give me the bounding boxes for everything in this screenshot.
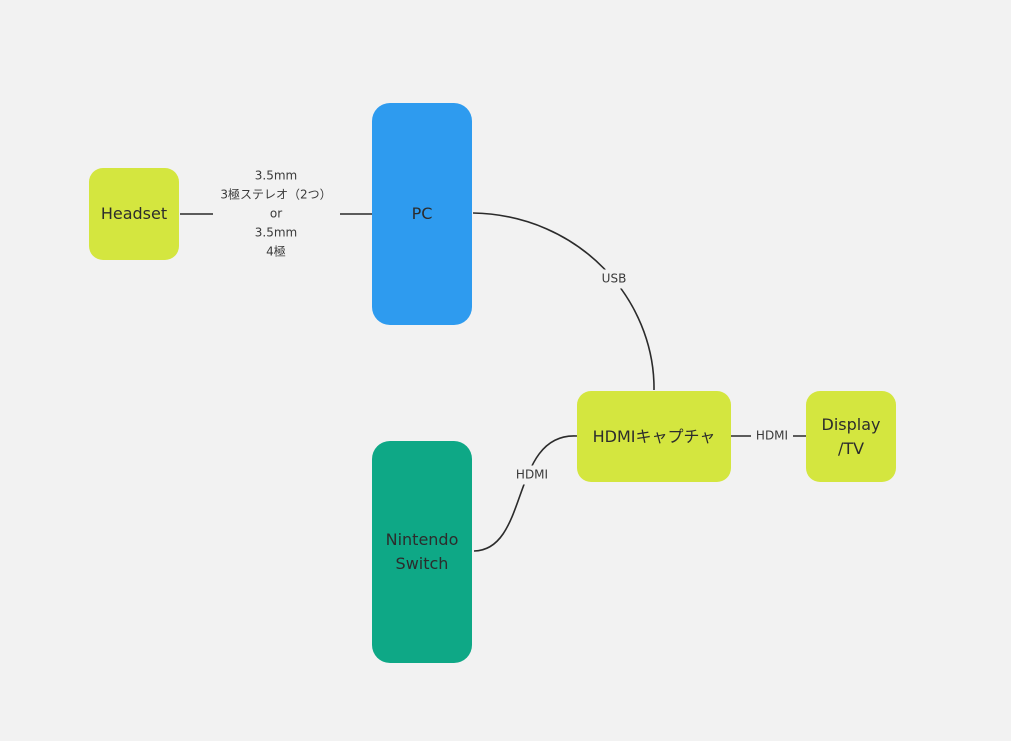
edge-label-headset-pc: 3.5mm 3極ステレオ（2つ） or 3.5mm 4極 [218,166,334,262]
pc-label: PC [411,204,433,223]
nintendo-switch-label: Nintendo Switch [385,530,459,573]
pc-node[interactable]: PC [372,103,472,325]
connector-pc-capture [472,212,655,391]
edge-label-display-hdmi: HDMI [753,426,791,446]
display-tv-node[interactable]: Display /TV [806,391,896,482]
headset-node[interactable]: Headset [89,168,179,260]
edge-label-switch-hdmi: HDMI [513,465,551,485]
headset-label: Headset [100,204,168,223]
hdmi-capture-node[interactable]: HDMIキャプチャ [577,391,731,482]
display-tv-label: Display /TV [821,414,881,458]
connector-switch-capture [473,435,578,552]
hdmi-capture-label: HDMIキャプチャ [592,426,716,446]
edge-label-usb: USB [599,269,629,289]
nintendo-switch-node[interactable]: Nintendo Switch [372,441,472,663]
